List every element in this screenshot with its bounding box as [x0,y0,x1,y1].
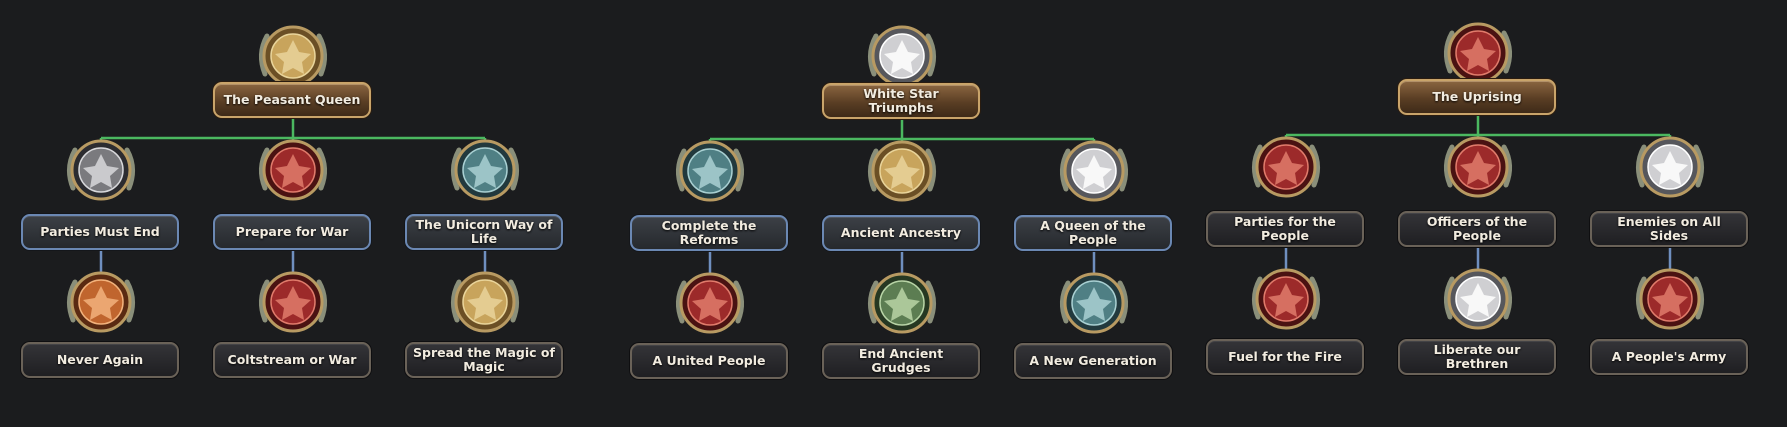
focus-label: Officers of the People [1398,211,1556,247]
focus-a-united-people[interactable]: A United People [630,263,790,403]
pony-soldier-portrait-icon [61,262,141,342]
unicorn-banner-icon [445,130,525,210]
focus-label: Complete the Reforms [630,215,788,251]
focus-coltstream-or-war[interactable]: Coltstream or War [213,262,373,402]
focus-label: Never Again [21,342,179,378]
focus-ancient-ancestry[interactable]: Ancient Ancestry [822,131,982,271]
focus-label: Liberate our Brethren [1398,339,1556,375]
crown-shield-icon [670,263,750,343]
focus-label: Parties Must End [21,214,179,250]
focus-label: Prepare for War [213,214,371,250]
focus-label: Enemies on All Sides [1590,211,1748,247]
focus-a-peoples-army[interactable]: A People's Army [1590,259,1750,399]
focus-enemies-on-all-sides[interactable]: Enemies on All Sides [1590,127,1750,267]
focus-the-unicorn-way-of-life[interactable]: The Unicorn Way of Life [405,130,565,270]
red-star-wreath-icon [1438,127,1518,207]
magic-star-icon [445,262,525,342]
focus-label: The Peasant Queen [213,82,371,118]
laurel-chevron-shield-icon [862,263,942,343]
chevron-shield-icon [253,262,333,342]
crossed-hammers-star-icon [61,130,141,210]
focus-prepare-for-war[interactable]: Prepare for War [213,130,373,270]
spears-laurel-icon [253,130,333,210]
laurel-horseshoe-icon [670,131,750,211]
crown-laurel-icon [1054,131,1134,211]
focus-complete-the-reforms[interactable]: Complete the Reforms [630,131,790,271]
focus-label: White Star Triumphs [822,83,980,119]
broken-shield-icon [1438,259,1518,339]
focus-parties-must-end[interactable]: Parties Must End [21,130,181,270]
focus-label: Fuel for the Fire [1206,339,1364,375]
focus-a-queen-of-the-people[interactable]: A Queen of the People [1014,131,1174,271]
focus-label: A Queen of the People [1014,215,1172,251]
skull-wings-icon [1630,127,1710,207]
focus-never-again[interactable]: Never Again [21,262,181,402]
focus-label: The Uprising [1398,79,1556,115]
flask-gear-icon [1054,263,1134,343]
red-star-laurel-icon [1630,259,1710,339]
focus-label: A People's Army [1590,339,1748,375]
focus-fuel-for-the-fire[interactable]: Fuel for the Fire [1206,259,1366,399]
focus-parties-for-the-people[interactable]: Parties for the People [1206,127,1366,267]
focus-label: The Unicorn Way of Life [405,214,563,250]
focus-label: Parties for the People [1206,211,1364,247]
focus-officers-of-the-people[interactable]: Officers of the People [1398,127,1558,267]
focus-label: Coltstream or War [213,342,371,378]
focus-label: Ancient Ancestry [822,215,980,251]
focus-label: End Ancient Grudges [822,343,980,379]
focus-label: A United People [630,343,788,379]
helmet-shield-icon [1246,127,1326,207]
red-flag-star-icon [1246,259,1326,339]
focus-label: Spread the Magic of Magic [405,342,563,378]
focus-end-ancient-grudges[interactable]: End Ancient Grudges [822,263,982,403]
focus-spread-the-magic-of-magic[interactable]: Spread the Magic of Magic [405,262,565,402]
focus-a-new-generation[interactable]: A New Generation [1014,263,1174,403]
focus-label: A New Generation [1014,343,1172,379]
crowned-shield-icon [862,131,942,211]
focus-liberate-our-brethren[interactable]: Liberate our Brethren [1398,259,1558,399]
